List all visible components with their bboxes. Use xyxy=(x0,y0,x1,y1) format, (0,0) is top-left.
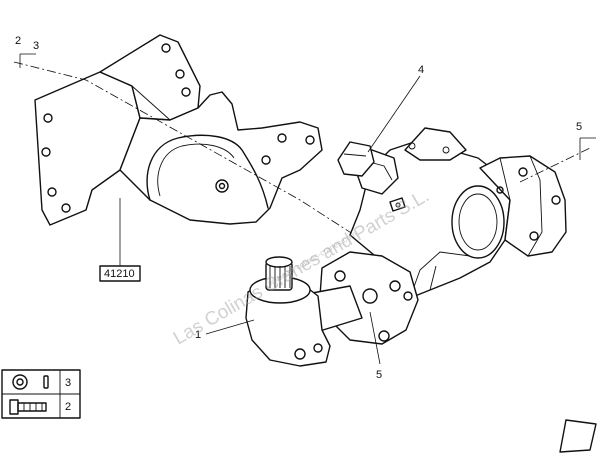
callout-5-bottom-leader xyxy=(369,311,381,365)
fastener-legend: 3 2 xyxy=(1,369,81,419)
callout-1: 1 xyxy=(195,329,201,341)
mounting-callout-left: 2 3 xyxy=(15,35,39,68)
steering-gear-body xyxy=(337,127,567,299)
mounting-bracket xyxy=(34,34,323,226)
callout-4-leader xyxy=(367,75,421,153)
bracket-code-label: 41210 xyxy=(104,268,135,280)
input-shaft-assembly xyxy=(245,251,419,367)
callout-2-top: 2 xyxy=(15,35,21,47)
legend-number-3: 3 xyxy=(65,377,71,389)
callout-5-bottom: 5 xyxy=(376,369,382,381)
callout-1-leader xyxy=(205,319,255,335)
bolt-icon xyxy=(9,399,47,415)
bracket-code-box xyxy=(99,265,141,282)
washer-and-pin-icon xyxy=(12,374,49,390)
callout-3-top: 3 xyxy=(33,40,39,52)
page-fold-arrow-icon xyxy=(559,419,597,453)
callout-4: 4 xyxy=(418,64,424,76)
right-center-line xyxy=(519,147,591,183)
callout-5-top-leader xyxy=(579,137,596,160)
callout-5-top: 5 xyxy=(576,121,582,133)
legend-number-2: 2 xyxy=(65,401,71,413)
mounting-center-line xyxy=(13,61,357,237)
